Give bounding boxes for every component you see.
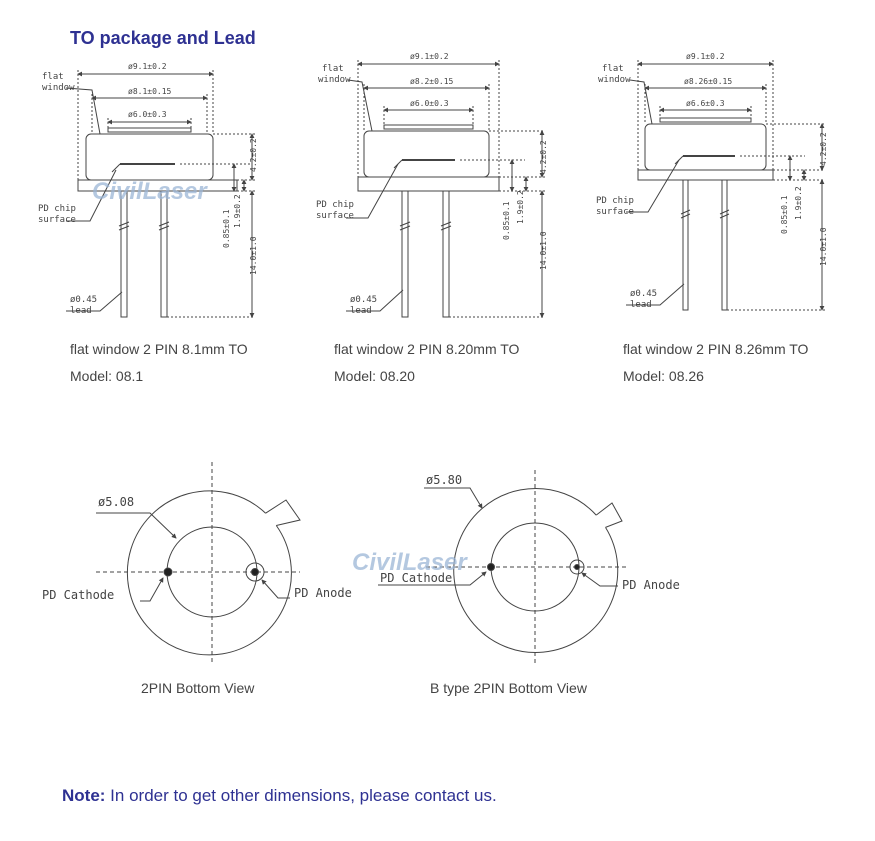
dim-mid-diameter: ø8.2±0.15 xyxy=(410,77,454,86)
package-name: flat window 2 PIN 8.26mm TO xyxy=(623,341,809,357)
label-surface: surface xyxy=(38,215,76,225)
label-lead-diameter: ø0.45 xyxy=(350,295,377,305)
dim-outer-diameter: ø9.1±0.2 xyxy=(686,52,725,61)
page-title: TO package and Lead xyxy=(70,28,256,48)
watermark-1: CivilLaser xyxy=(92,178,208,205)
dim-outer-diameter: ø9.1±0.2 xyxy=(410,52,449,61)
package-caption-2: flat window 2 PIN 8.20mm TO Model: 08.20 xyxy=(334,336,519,390)
dim-cap-height: 4.2±0.2 xyxy=(819,132,828,166)
label-pd-chip: PD chip xyxy=(596,196,634,206)
pd-cathode-label: PD Cathode xyxy=(380,571,452,585)
label-surface: surface xyxy=(596,207,634,217)
dim-chip-offset: 0.85±0.1 xyxy=(222,209,231,248)
label-window: window xyxy=(42,83,75,93)
label-flat: flat xyxy=(322,64,344,74)
dim-chip-offset: 0.85±0.1 xyxy=(502,201,511,240)
label-flat: flat xyxy=(602,64,624,74)
dim-base-height: 1.9±0.2 xyxy=(516,190,525,224)
label-lead: lead xyxy=(350,306,372,316)
bottom-view-caption-2: B type 2PIN Bottom View xyxy=(430,680,587,696)
bottom-view-drawing-2 xyxy=(378,470,626,664)
label-pd-chip: PD chip xyxy=(316,200,354,210)
dim-base-height: 1.9±0.2 xyxy=(794,186,803,220)
package-labels-1: ø9.1±0.2 ø8.1±0.15 ø6.0±0.3 4.2±0.2 0.85… xyxy=(38,62,258,316)
dim-base-height: 1.9±0.2 xyxy=(233,194,242,228)
label-window: window xyxy=(318,75,351,85)
package-drawing-2 xyxy=(346,60,545,318)
dim-cap-height: 4.2±0.2 xyxy=(539,140,548,174)
package-drawing-1 xyxy=(65,70,255,318)
package-labels-3: ø9.1±0.2 ø8.26±0.15 ø6.6±0.3 4.2±0.2 0.8… xyxy=(596,52,828,310)
package-caption-3: flat window 2 PIN 8.26mm TO Model: 08.26 xyxy=(623,336,808,390)
dim-outer-diameter: ø9.1±0.2 xyxy=(128,62,167,71)
package-drawing-3 xyxy=(626,60,825,311)
pd-anode-label: PD Anode xyxy=(622,578,680,592)
bottom-view-labels-1: ø5.08 PD Cathode PD Anode xyxy=(42,495,352,602)
note: Note: In order to get other dimensions, … xyxy=(62,786,497,806)
dim-mid-diameter: ø8.1±0.15 xyxy=(128,87,172,96)
label-lead-diameter: ø0.45 xyxy=(70,295,97,305)
pd-anode-label: PD Anode xyxy=(294,586,352,600)
package-name: flat window 2 PIN 8.1mm TO xyxy=(70,341,248,357)
dim-lead-length: 14.0±1.0 xyxy=(249,236,258,275)
label-lead: lead xyxy=(630,300,652,310)
package-model: Model: 08.1 xyxy=(70,368,144,384)
package-caption-1: flat window 2 PIN 8.1mm TO Model: 08.1 xyxy=(70,336,248,390)
package-model: Model: 08.26 xyxy=(623,368,704,384)
label-flat: flat xyxy=(42,72,64,82)
label-lead: lead xyxy=(70,306,92,316)
bottom-view-drawing-1 xyxy=(96,462,301,662)
dim-cap-height: 4.2±0.2 xyxy=(249,138,258,172)
dim-inner-diameter: ø6.6±0.3 xyxy=(686,99,725,108)
label-surface: surface xyxy=(316,211,354,221)
dim-inner-diameter: ø6.0±0.3 xyxy=(410,99,449,108)
bottom-view-labels-2: ø5.80 PD Cathode PD Anode CivilLaser xyxy=(352,473,680,592)
bottom-diameter-label: ø5.08 xyxy=(98,495,134,509)
pd-cathode-label: PD Cathode xyxy=(42,588,114,602)
dim-lead-length: 14.0±1.0 xyxy=(819,227,828,266)
dim-mid-diameter: ø8.26±0.15 xyxy=(684,77,732,86)
package-labels-2: ø9.1±0.2 ø8.2±0.15 ø6.0±0.3 4.2±0.2 0.85… xyxy=(316,52,548,316)
watermark-2: CivilLaser xyxy=(352,549,468,576)
package-name: flat window 2 PIN 8.20mm TO xyxy=(334,341,520,357)
dim-lead-length: 14.0±1.0 xyxy=(539,231,548,270)
label-window: window xyxy=(598,75,631,85)
bottom-view-caption-1: 2PIN Bottom View xyxy=(141,680,255,696)
note-label: Note: xyxy=(62,786,106,805)
bottom-diameter-label: ø5.80 xyxy=(426,473,462,487)
label-pd-chip: PD chip xyxy=(38,204,76,214)
package-model: Model: 08.20 xyxy=(334,368,415,384)
dim-inner-diameter: ø6.0±0.3 xyxy=(128,110,167,119)
note-text: In order to get other dimensions, please… xyxy=(105,786,497,805)
dim-chip-offset: 0.85±0.1 xyxy=(780,195,789,234)
label-lead-diameter: ø0.45 xyxy=(630,289,657,299)
